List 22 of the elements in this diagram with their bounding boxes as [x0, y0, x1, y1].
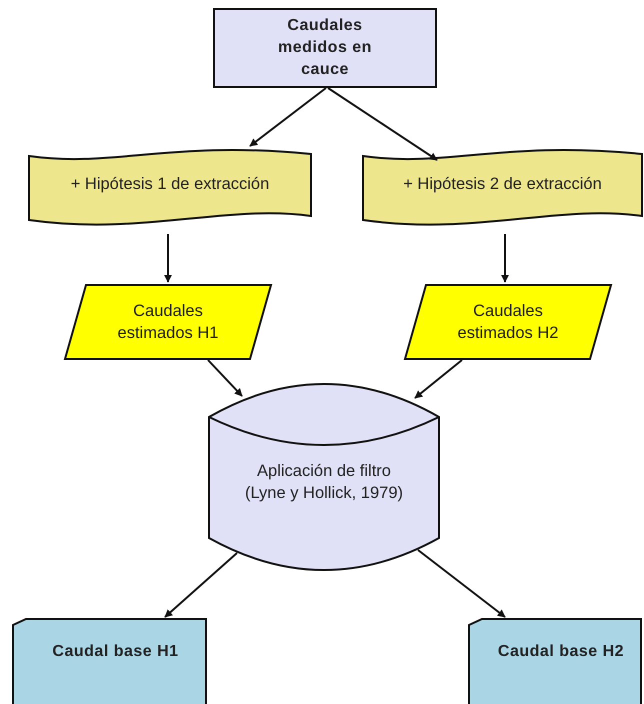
- node-label: Caudales estimados H1: [116, 301, 220, 344]
- node-label: Caudal base H1: [52, 642, 179, 662]
- arrow: [417, 549, 506, 618]
- node-label: Caudales medidos en cauce: [277, 16, 373, 80]
- node-label: + Hipótesis 1 de extracción: [70, 174, 270, 195]
- node-label: Caudal base H2: [498, 642, 624, 662]
- card-shape: [12, 618, 207, 702]
- node-label: Caudales estimados H2: [456, 301, 560, 344]
- arrow: [164, 552, 238, 618]
- arrow: [164, 234, 172, 283]
- arrow: [501, 234, 509, 283]
- arrow: [249, 87, 327, 147]
- arrow: [327, 87, 438, 161]
- node-label: Aplicación de filtro (Lyne y Hollick, 1979): [244, 460, 404, 504]
- data-parallelogram: [64, 284, 272, 360]
- arrow: [207, 359, 243, 397]
- process-box: [213, 8, 437, 88]
- arrow: [414, 359, 463, 399]
- cylinder-shape: [208, 383, 440, 572]
- data-parallelogram: [404, 284, 612, 360]
- card-shape: [468, 618, 642, 702]
- node-label: + Hipótesis 2 de extracción: [403, 174, 602, 195]
